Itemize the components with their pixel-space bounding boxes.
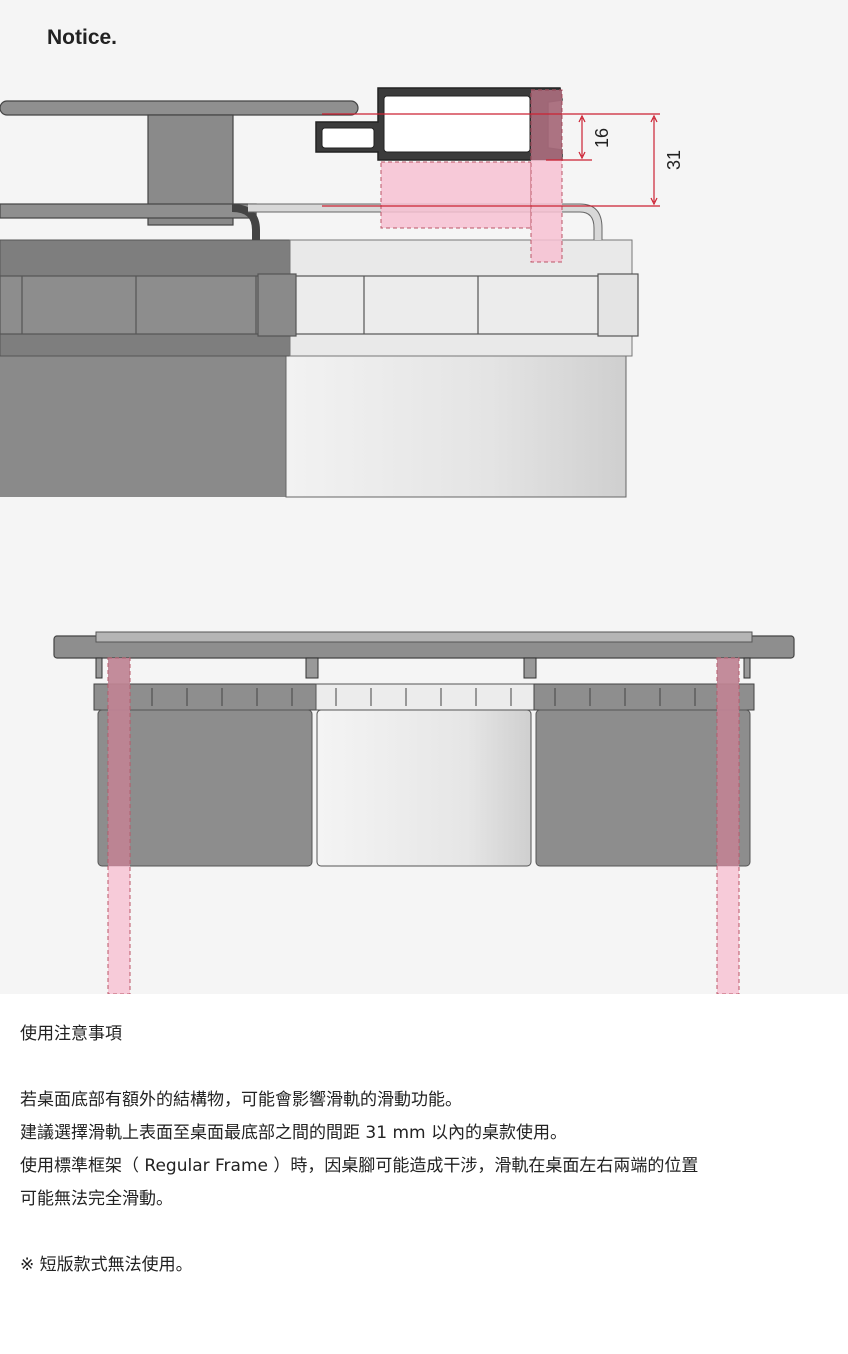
- band-segments: [0, 273, 639, 337]
- drawer-center: [316, 709, 532, 867]
- notes-line-4: 可能無法完全滑動。: [20, 1189, 173, 1209]
- figure-title: Notice.: [47, 26, 118, 49]
- interference-zone: [380, 161, 532, 229]
- notes-section: 使用注意事項 若桌面底部有額外的結構物，可能會影響滑軌的滑動功能。 建議選擇滑軌…: [20, 1018, 830, 1282]
- notes-line-1: 若桌面底部有額外的結構物，可能會影響滑軌的滑動功能。: [20, 1090, 462, 1110]
- table-top-rail: [0, 100, 359, 116]
- dimension-label-16: 16: [592, 128, 612, 148]
- drawer-hook-left: [231, 204, 260, 240]
- notes-footnote: ※ 短版款式無法使用。: [20, 1255, 193, 1275]
- drawer-body-light: [285, 355, 627, 498]
- mount-brackets: [95, 657, 751, 679]
- slide-rail-inner: [383, 95, 531, 153]
- band-center: [315, 683, 535, 711]
- dimension-lines: [322, 113, 660, 207]
- diagram-figure: Notice.: [0, 26, 795, 994]
- cross-section-closeup: 16 31: [0, 87, 684, 498]
- lower-frame-bar: [0, 203, 257, 219]
- drawer-right: [535, 709, 751, 867]
- drawer-body-dark: [0, 356, 286, 497]
- drawer-hook-right: [248, 204, 602, 240]
- notes-heading: 使用注意事項: [20, 1024, 122, 1044]
- notes-line-2: 建議選擇滑軌上表面至桌面最底部之間的間距 31 mm 以內的桌款使用。: [20, 1123, 567, 1143]
- notes-line-3: 使用標準框架（ Regular Frame ）時，因桌腳可能造成干涉，滑軌在桌面…: [20, 1156, 699, 1176]
- drawer-left: [97, 709, 313, 867]
- band-left: [93, 683, 317, 711]
- front-view: [53, 631, 795, 994]
- dimension-label-31: 31: [664, 150, 684, 170]
